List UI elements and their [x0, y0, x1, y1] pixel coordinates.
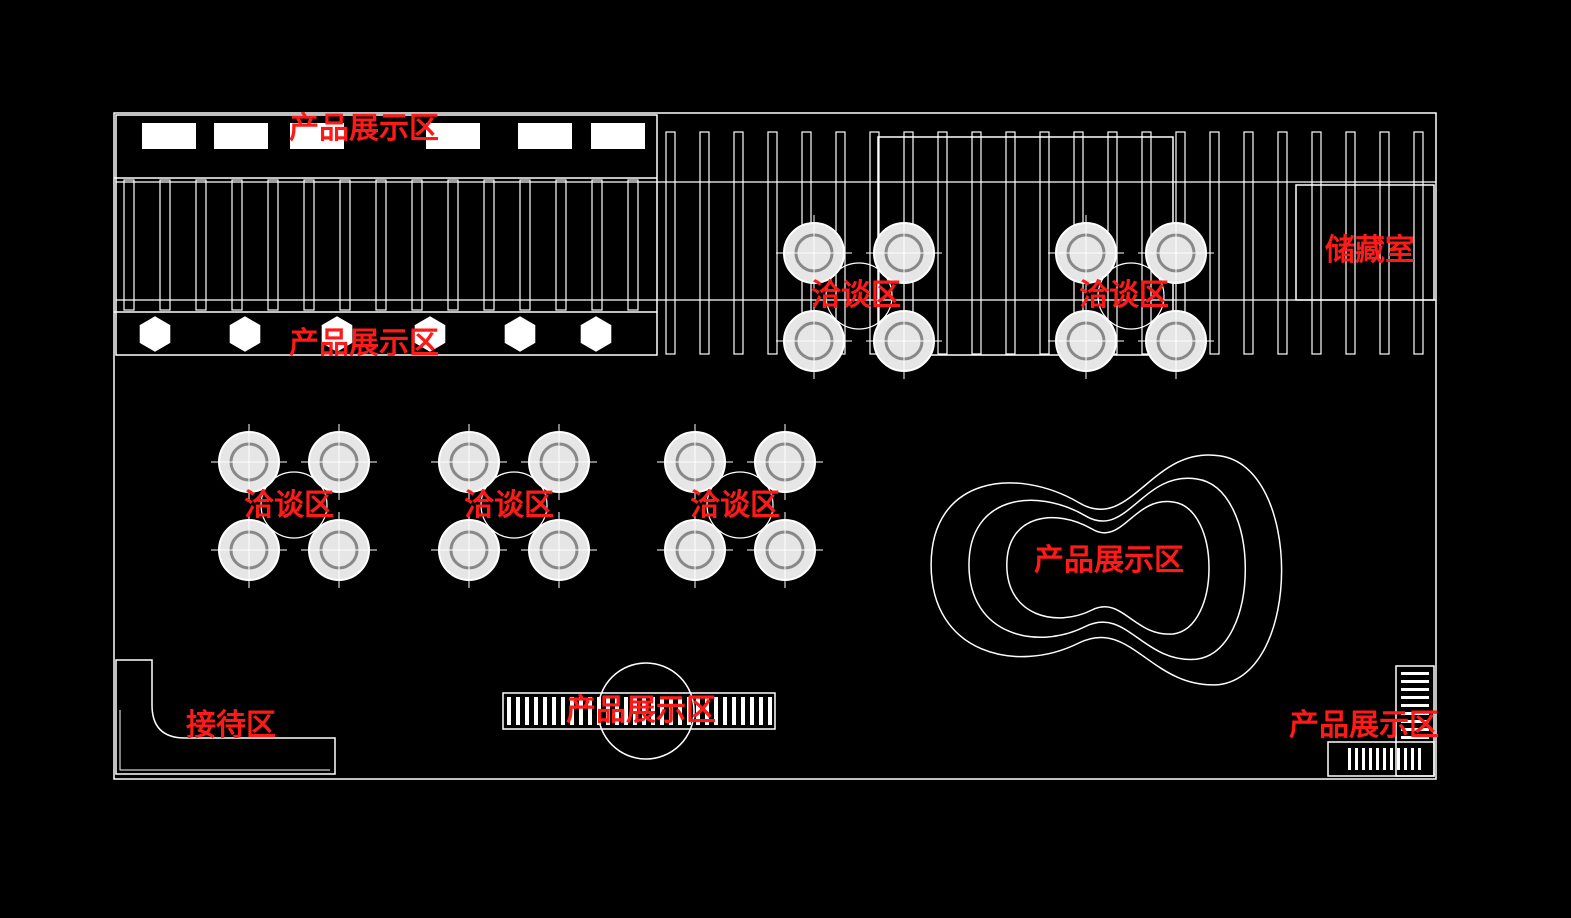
display-box-4	[426, 123, 480, 149]
display-box-6	[591, 123, 645, 149]
negotiation-set-top-2	[1048, 215, 1214, 379]
island-display-middle	[968, 477, 1247, 661]
negotiation-set-b	[431, 424, 597, 588]
label-reception: 接待区	[186, 708, 276, 743]
reception-desk	[115, 659, 336, 775]
island-display-outer	[930, 454, 1283, 686]
label-display-upper: 产品展示区	[289, 326, 439, 361]
label-display-top: 产品展示区	[289, 111, 439, 146]
display-box-3	[290, 123, 344, 149]
display-box-1	[142, 123, 196, 149]
label-display-island: 产品展示区	[1034, 543, 1184, 578]
round-table	[480, 471, 548, 539]
display-box-2	[214, 123, 268, 149]
negotiation-set-a	[211, 424, 377, 588]
display-bottom-bar	[502, 692, 776, 730]
label-negotiation-top-1: 洽谈区	[811, 278, 901, 313]
label-negotiation-1: 洽谈区	[244, 488, 334, 523]
hex-stool-5	[504, 316, 536, 352]
hex-stool-4	[414, 316, 446, 352]
label-display-bottom: 产品展示区	[566, 693, 716, 728]
round-table	[706, 471, 774, 539]
round-table	[260, 471, 328, 539]
display-box-5	[518, 123, 572, 149]
negotiation-set-top-1	[776, 215, 942, 379]
label-negotiation-3: 洽谈区	[690, 488, 780, 523]
label-negotiation-top-2: 洽谈区	[1079, 278, 1169, 313]
hex-stool-6	[580, 316, 612, 352]
round-table	[825, 262, 893, 330]
hex-stool-3	[321, 316, 353, 352]
hex-stool-2	[229, 316, 261, 352]
island-display-inner	[1006, 500, 1210, 635]
label-display-corner: 产品展示区	[1289, 708, 1439, 743]
hex-stool-1	[139, 316, 171, 352]
label-negotiation-2: 洽谈区	[464, 488, 554, 523]
label-storage: 储藏室	[1325, 233, 1415, 268]
outer-wall	[113, 112, 1437, 780]
negotiation-set-c	[657, 424, 823, 588]
display-room-outline	[115, 114, 658, 356]
round-table	[1097, 262, 1165, 330]
